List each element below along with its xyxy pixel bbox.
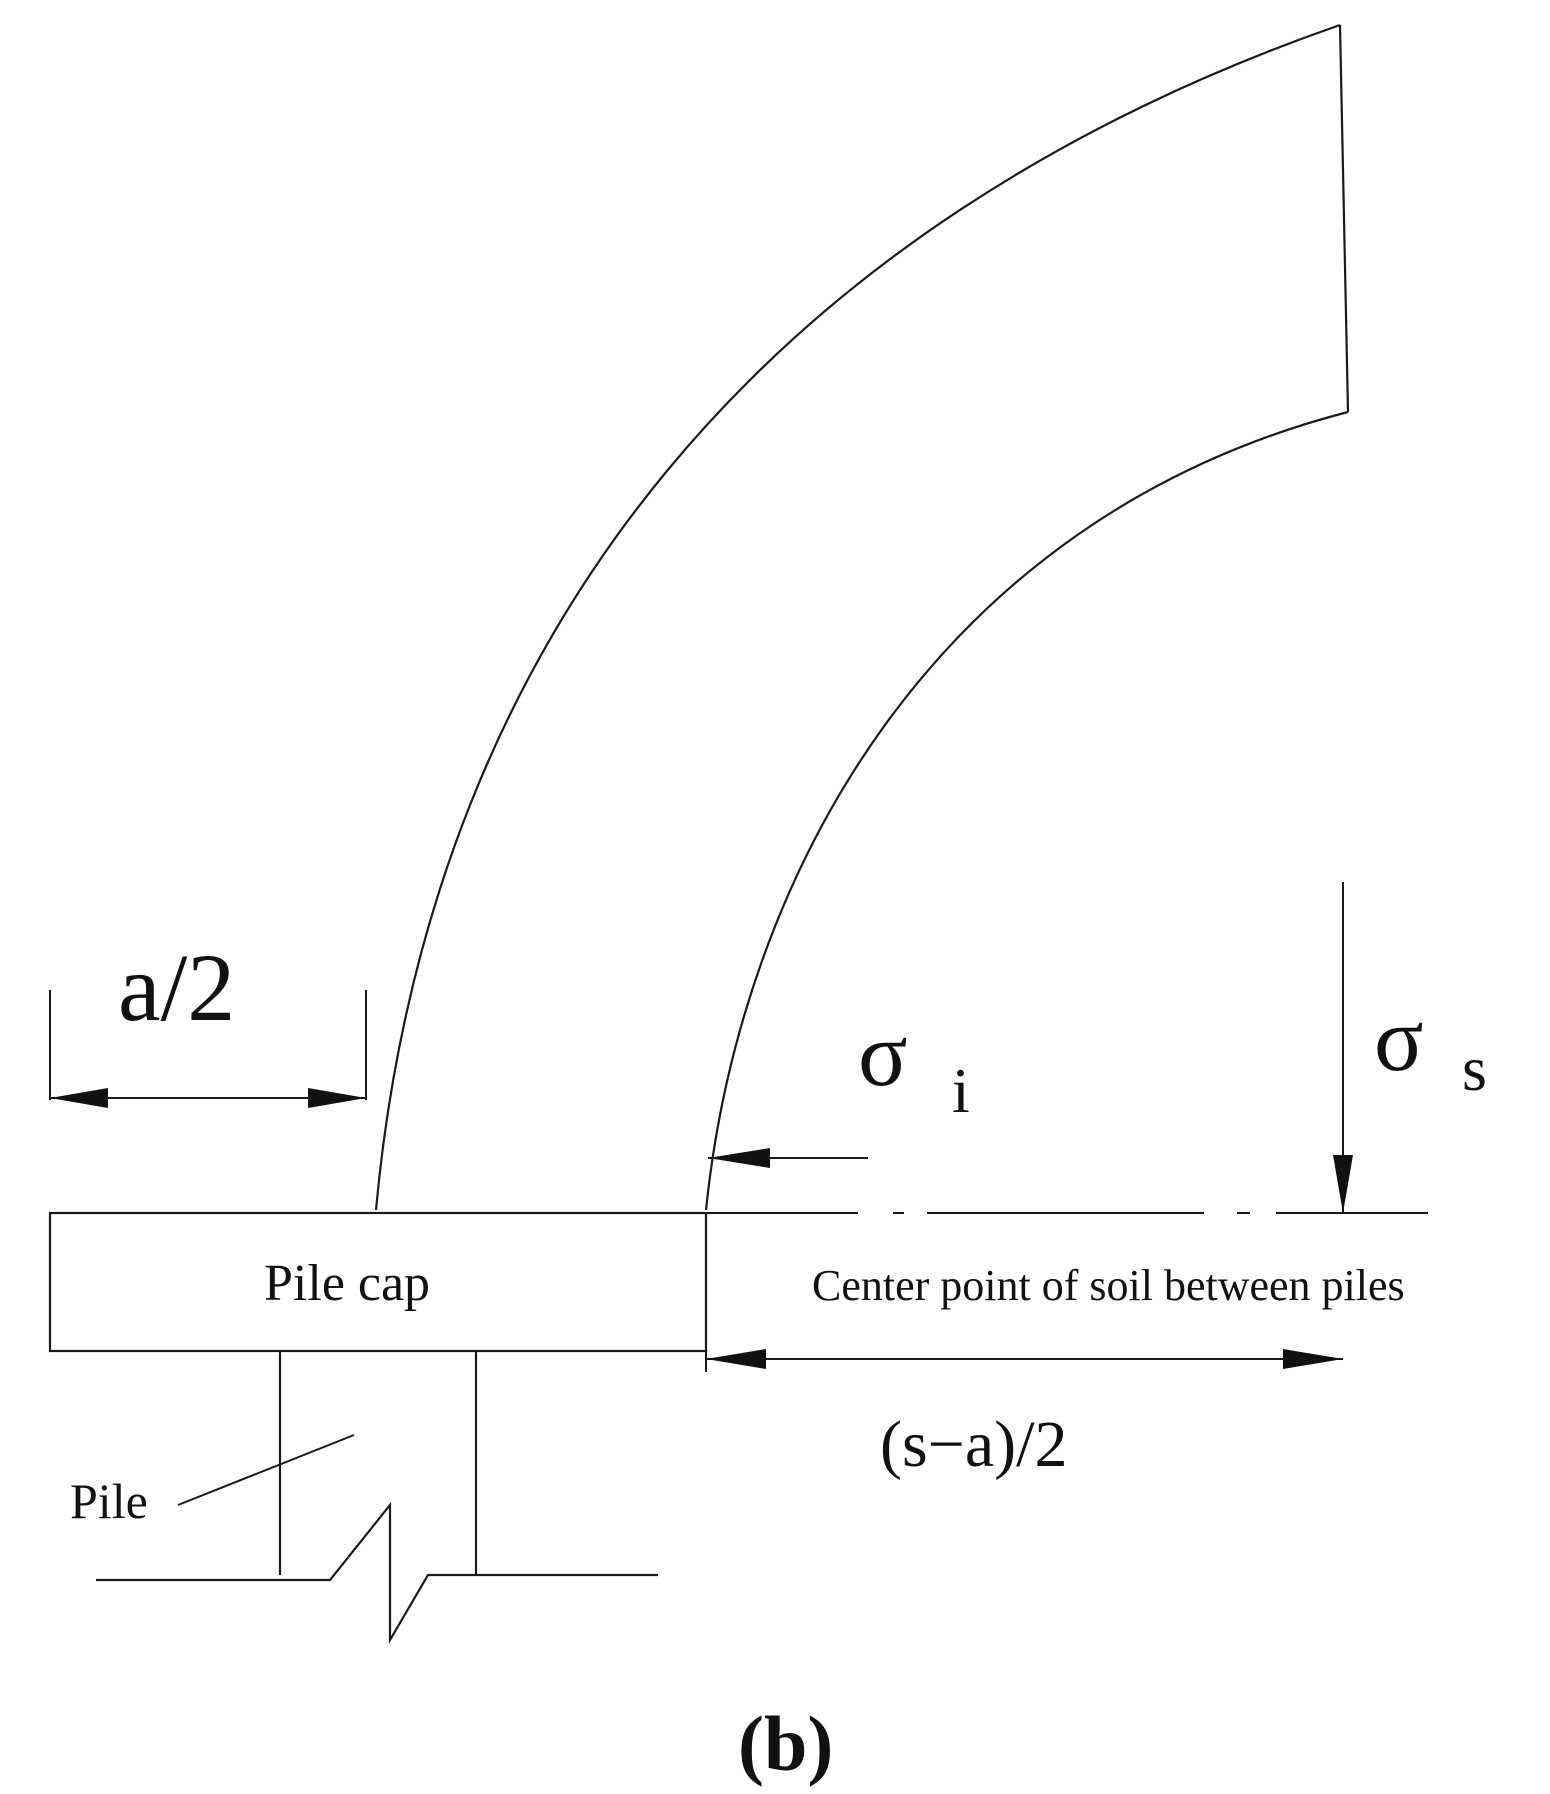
sigma-i-arrow bbox=[708, 1148, 868, 1168]
half-spacing-label: (s−a)/2 bbox=[880, 1408, 1068, 1481]
pile-label: Pile bbox=[70, 1473, 148, 1529]
arrowhead-left bbox=[50, 1088, 108, 1108]
break-line bbox=[96, 1501, 658, 1645]
sigma-s-subscript: s bbox=[1462, 1033, 1487, 1104]
outer-arch-curve bbox=[374, 23, 1341, 1211]
pile-leader-line bbox=[177, 1434, 355, 1506]
pile-cap-label: Pile cap bbox=[264, 1255, 430, 1312]
inner-arch-curve bbox=[704, 410, 1349, 1211]
half-width-dimension bbox=[49, 990, 367, 1108]
arch-right-edge bbox=[1338, 24, 1350, 413]
sigma-i-symbol: σ bbox=[858, 1003, 908, 1105]
arrowhead-right bbox=[1283, 1349, 1343, 1369]
arrowhead-right bbox=[308, 1088, 366, 1108]
sigma-s-arrow bbox=[1333, 882, 1353, 1213]
half-spacing-dimension bbox=[706, 1349, 1343, 1369]
center-point-label: Center point of soil between piles bbox=[812, 1261, 1405, 1310]
half-width-label: a/2 bbox=[118, 934, 235, 1041]
sigma-s-symbol: σ bbox=[1374, 988, 1424, 1090]
sigma-i-subscript: i bbox=[952, 1055, 970, 1126]
panel-label: (b) bbox=[738, 1700, 833, 1787]
arrowhead-left bbox=[706, 1349, 766, 1369]
pile-cap-rect bbox=[48, 1211, 708, 1353]
